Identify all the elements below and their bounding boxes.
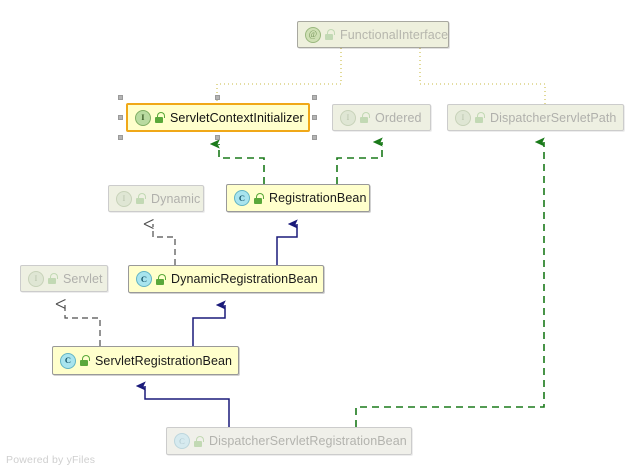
edge-dynamic-registration-bean-realizes-dynamic[interactable] [143, 219, 176, 265]
interface-i-icon: I [135, 109, 151, 126]
edge-functional-interface-to-dispatcher-servlet-path[interactable] [419, 48, 546, 104]
unlocked-icon [325, 29, 335, 40]
yfiles-watermark: Powered by yFiles [6, 454, 96, 466]
class-c-icon: C [234, 190, 250, 206]
edge-dynamic-registration-bean-extends-registration-bean[interactable] [276, 219, 298, 265]
annotation-at-icon: @ [305, 26, 321, 43]
node-label: DynamicRegistrationBean [171, 272, 318, 286]
interface-i-icon: I [340, 109, 356, 126]
unlocked-icon [80, 355, 90, 366]
interface-i-icon: I [116, 190, 132, 207]
selection-handle-top-right[interactable] [312, 95, 317, 100]
node-registration-bean[interactable]: C RegistrationBean [226, 184, 370, 212]
class-c-icon: C [174, 433, 190, 449]
class-c-icon: C [60, 352, 76, 369]
unlocked-icon [156, 273, 166, 285]
selection-handle-middle-right[interactable] [312, 115, 317, 120]
selection-handle-bottom-left[interactable] [118, 135, 123, 140]
node-label: FunctionalInterface [340, 27, 449, 42]
node-servlet-context-initializer[interactable]: I ServletContextInitializer [126, 103, 310, 132]
selection-handle-middle-left[interactable] [118, 115, 123, 120]
selection-handle-top-center[interactable] [215, 95, 220, 100]
edge-dispatcher-servlet-registration-bean-extends-servlet-registration-bean[interactable] [135, 381, 230, 427]
selection-handle-bottom-right[interactable] [312, 135, 317, 140]
unlocked-icon [360, 112, 370, 123]
node-label: Servlet [63, 271, 103, 286]
node-servlet-registration-bean[interactable]: C ServletRegistrationBean [52, 346, 239, 375]
node-label: ServletContextInitializer [170, 110, 304, 125]
unlocked-icon [475, 112, 485, 123]
edge-registration-bean-implements-servlet-context-initializer[interactable] [209, 139, 265, 184]
unlocked-icon [194, 435, 204, 447]
node-label: DispatcherServletRegistrationBean [209, 434, 407, 448]
node-label: ServletRegistrationBean [95, 353, 233, 368]
node-dispatcher-servlet-registration-bean[interactable]: C DispatcherServletRegistrationBean [166, 427, 412, 455]
node-dynamic-registration-bean[interactable]: C DynamicRegistrationBean [128, 265, 324, 293]
unlocked-icon [254, 192, 264, 204]
node-ordered[interactable]: I Ordered [332, 104, 431, 131]
edge-dispatcher-servlet-registration-bean-implements-dispatcher-servlet-path[interactable] [355, 137, 545, 427]
interface-i-icon: I [455, 109, 471, 126]
node-label: Dynamic [151, 191, 201, 206]
selection-handle-bottom-center[interactable] [215, 135, 220, 140]
node-label: RegistrationBean [269, 191, 367, 205]
unlocked-icon [155, 112, 165, 123]
edge-servlet-registration-bean-extends-dynamic-registration-bean[interactable] [192, 300, 226, 346]
node-dispatcher-servlet-path[interactable]: I DispatcherServletPath [447, 104, 624, 131]
unlocked-icon [136, 193, 146, 204]
selection-handle-top-left[interactable] [118, 95, 123, 100]
interface-i-icon: I [28, 270, 44, 287]
edge-functional-interface-to-servlet-context-initializer[interactable] [216, 48, 342, 103]
unlocked-icon [48, 273, 58, 284]
node-functional-interface[interactable]: @ FunctionalInterface [297, 21, 449, 48]
class-c-icon: C [136, 271, 152, 287]
node-servlet[interactable]: I Servlet [20, 265, 108, 292]
edge-registration-bean-implements-ordered[interactable] [336, 137, 383, 184]
node-dynamic[interactable]: I Dynamic [108, 185, 204, 212]
node-label: DispatcherServletPath [490, 110, 617, 125]
edge-servlet-registration-bean-realizes-servlet[interactable] [55, 299, 101, 346]
node-label: Ordered [375, 110, 422, 125]
